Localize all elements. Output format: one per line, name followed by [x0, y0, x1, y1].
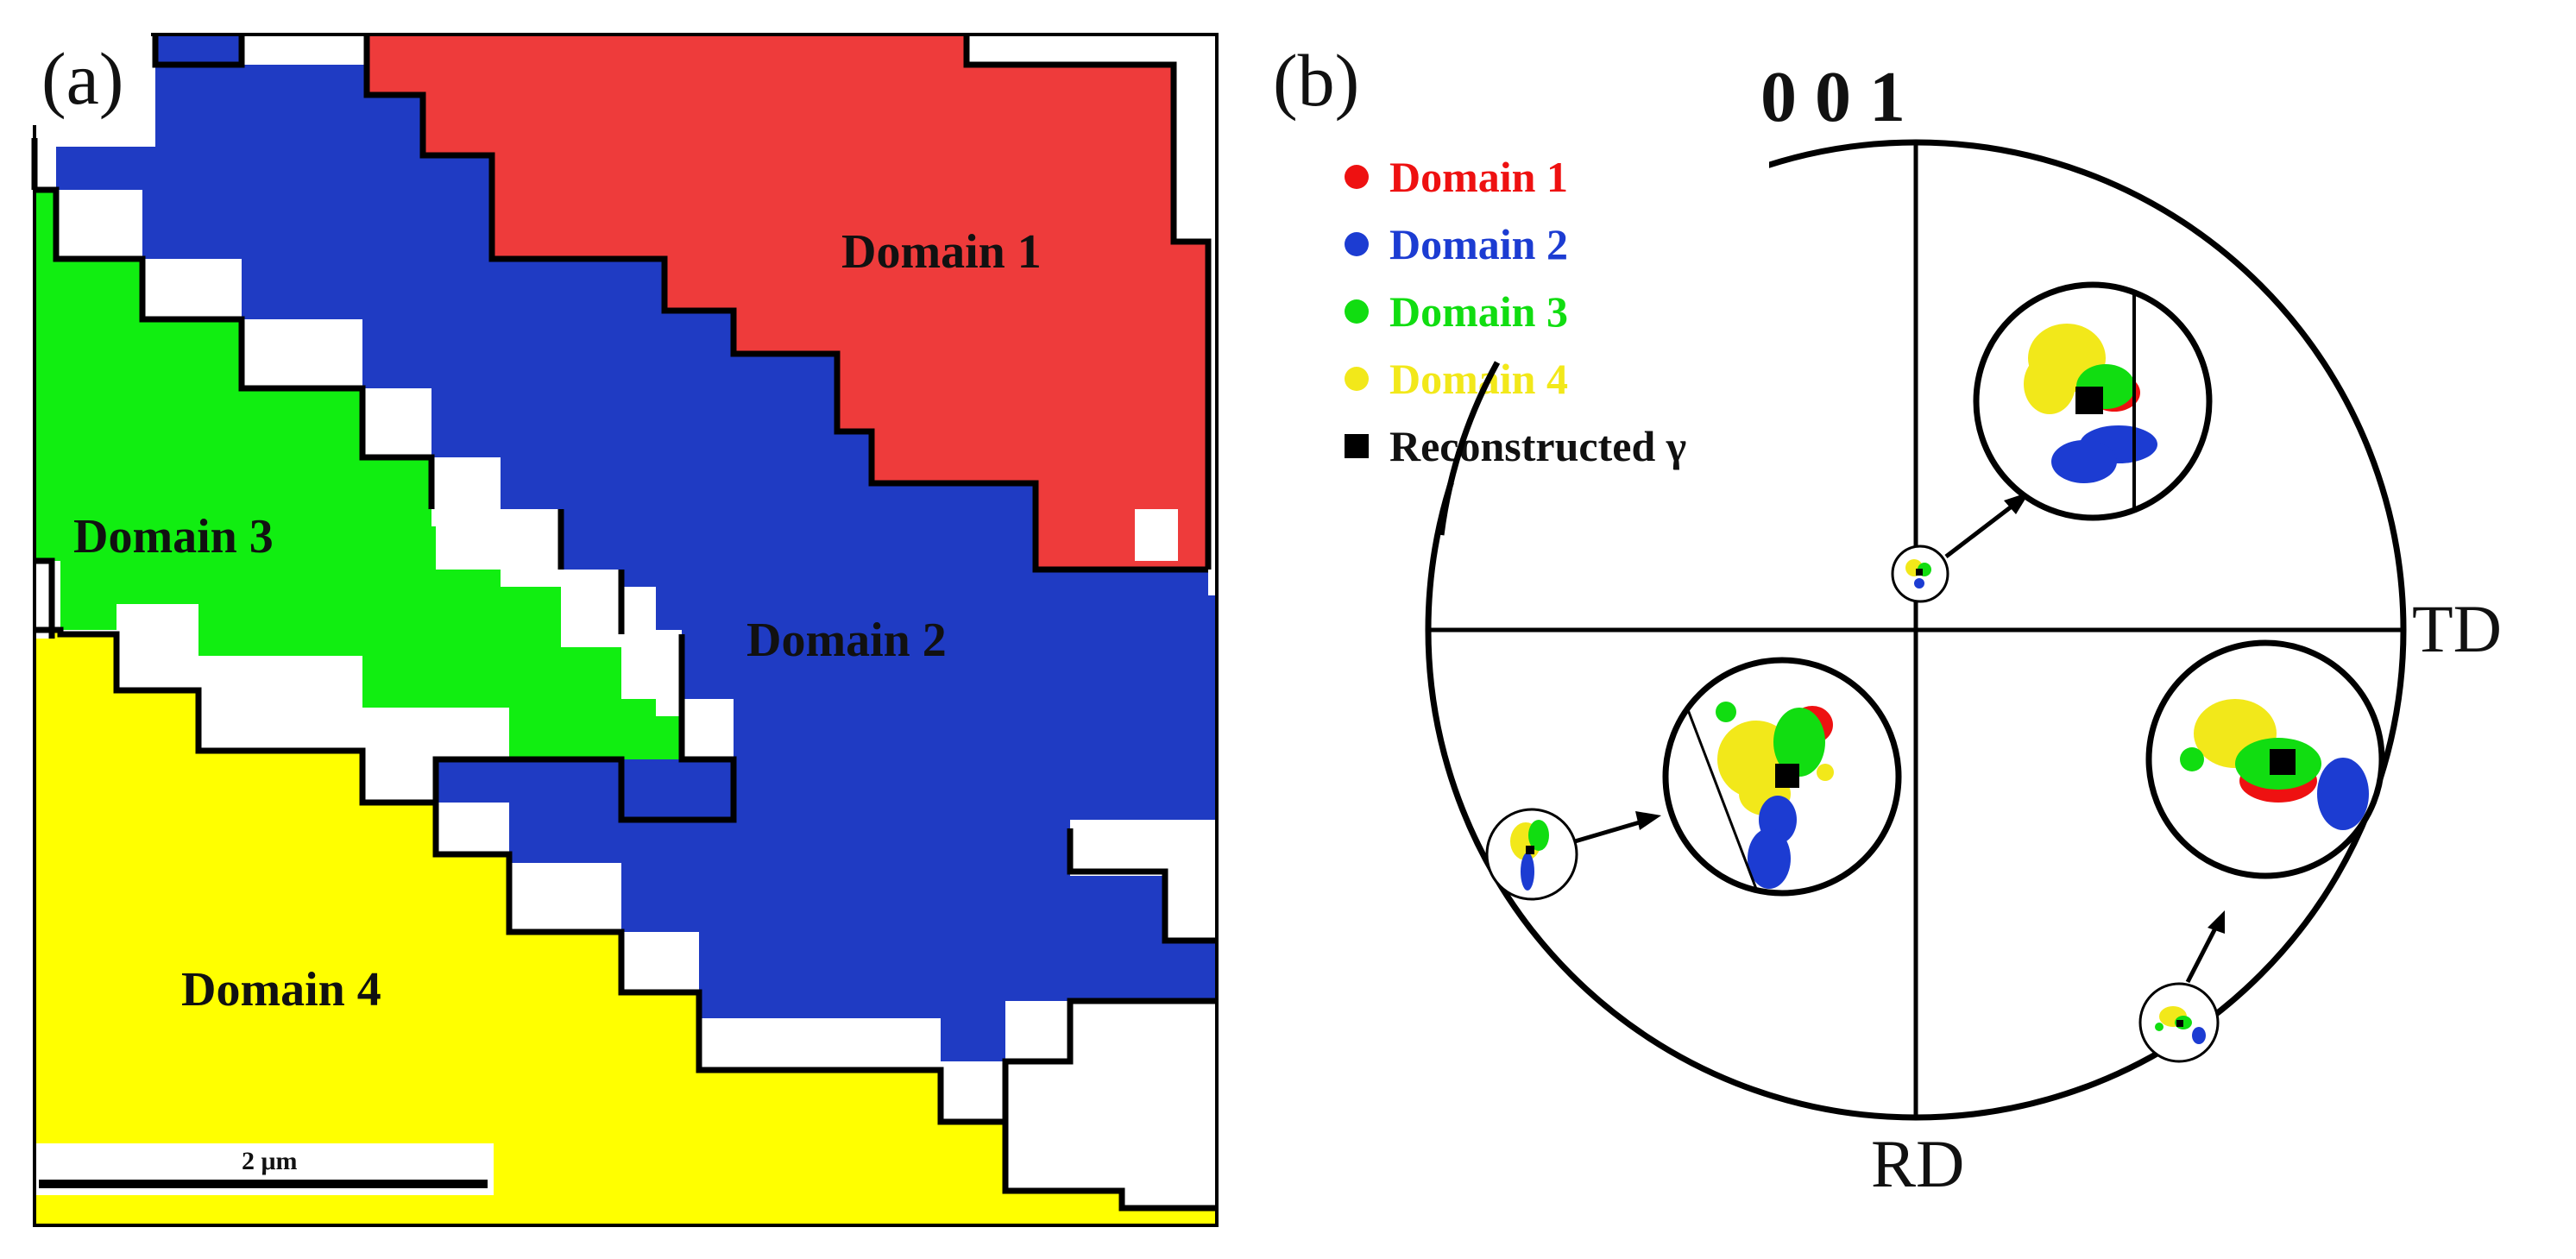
unindexed-patch [621, 634, 682, 699]
boundary-2-4 [432, 756, 1217, 1122]
legend: Domain 1 Domain 2 Domain 3 Domain 4 Reco… [1320, 138, 1769, 483]
pole-figure-title: 0 0 1 [1760, 57, 1905, 137]
legend-label: Domain 1 [1389, 153, 1568, 201]
arrow-line [1944, 499, 2021, 558]
legend-bg [1320, 138, 1769, 483]
legend-marker [1345, 367, 1369, 391]
arrow-head [1635, 811, 1661, 830]
legend-marker [1345, 299, 1369, 324]
unindexed-patch [561, 570, 621, 634]
unindexed-patch [1135, 509, 1178, 561]
domain-4-label: Domain 4 [181, 963, 381, 1017]
panel-a-letter: (a) [41, 37, 123, 120]
zoom-circle-lower-right [2145, 639, 2385, 879]
pole-cluster-lower-right [2138, 910, 2225, 1063]
legend-marker [1345, 165, 1369, 189]
panel-letter-bg [30, 30, 151, 125]
unindexed-patch [1070, 828, 1217, 876]
unindexed-patch [1005, 1010, 1217, 1182]
unindexed-patch [436, 509, 561, 570]
arrow-head [2208, 910, 2225, 934]
legend-item-domain-3: Domain 3 [1345, 287, 1568, 336]
domain-2-label: Domain 2 [746, 614, 947, 667]
legend-marker [1345, 434, 1369, 458]
td-label: TD [2412, 591, 2502, 666]
panel-b: (b) 0 0 1 Domain 1 Domain 2 Domain 3 [1273, 39, 2502, 1201]
legend-item-domain-2: Domain 2 [1345, 220, 1568, 268]
scale-bar-label: 2 μm [242, 1147, 298, 1175]
arrow-line [1574, 817, 1649, 844]
rd-label: RD [1871, 1126, 1964, 1201]
boundary-top [152, 35, 1212, 570]
panel-b-letter: (b) [1273, 39, 1359, 122]
pole-cluster-lower-left [1485, 808, 1661, 901]
legend-label: Reconstructed γ [1389, 422, 1686, 470]
boundary-1-2 [363, 35, 1208, 573]
pole-cluster-center [1891, 492, 2030, 603]
domain-1-region [367, 35, 1208, 570]
zoom-circle-lower-left [1662, 657, 1902, 897]
boundary-3-4 [35, 626, 1217, 1212]
scale-bar-line [39, 1180, 488, 1188]
legend-marker [1345, 232, 1369, 256]
legend-item-reconstructed: Reconstructed γ [1345, 422, 1686, 470]
panel-a: (a) Domain 1 Domain 2 Domain 3 Domain 4 … [30, 30, 1219, 1227]
zoom-circle-center [1973, 281, 2213, 521]
domain-1-label: Domain 1 [841, 225, 1042, 279]
unindexed-patch [35, 570, 52, 639]
legend-label: Domain 2 [1389, 220, 1568, 268]
arrow-line [2185, 922, 2220, 984]
map-border [33, 33, 1219, 1227]
domain-2-region [35, 35, 1217, 1061]
legend-item-domain-1: Domain 1 [1345, 153, 1568, 201]
domain-4-region [35, 630, 1217, 1225]
scale-bar: 2 μm [36, 1143, 494, 1195]
legend-label: Domain 3 [1389, 287, 1568, 336]
pole-figure-arc [1438, 361, 1501, 536]
domain-3-label: Domain 3 [73, 510, 274, 563]
domain-3-region [35, 190, 734, 820]
boundary-2-3 [35, 186, 737, 823]
